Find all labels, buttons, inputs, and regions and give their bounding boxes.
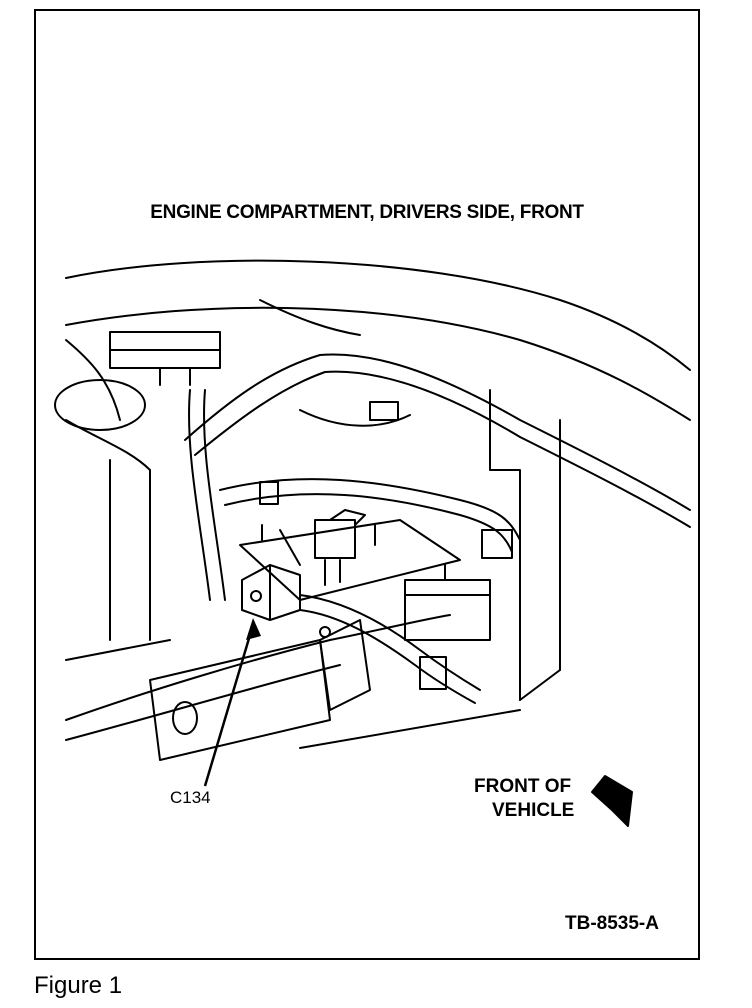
diagram-title: ENGINE COMPARTMENT, DRIVERS SIDE, FRONT xyxy=(150,202,584,223)
connector-callout-label: C134 xyxy=(170,788,211,807)
front-direction-arrow-icon xyxy=(591,775,633,827)
document-id: TB-8535-A xyxy=(565,913,659,934)
figure-frame xyxy=(34,9,700,960)
leader-arrowhead-icon xyxy=(246,618,261,640)
figure-caption: Figure 1 xyxy=(34,972,123,999)
direction-label-line1: FRONT OF xyxy=(474,776,572,797)
direction-label-line2: VEHICLE xyxy=(492,800,575,821)
